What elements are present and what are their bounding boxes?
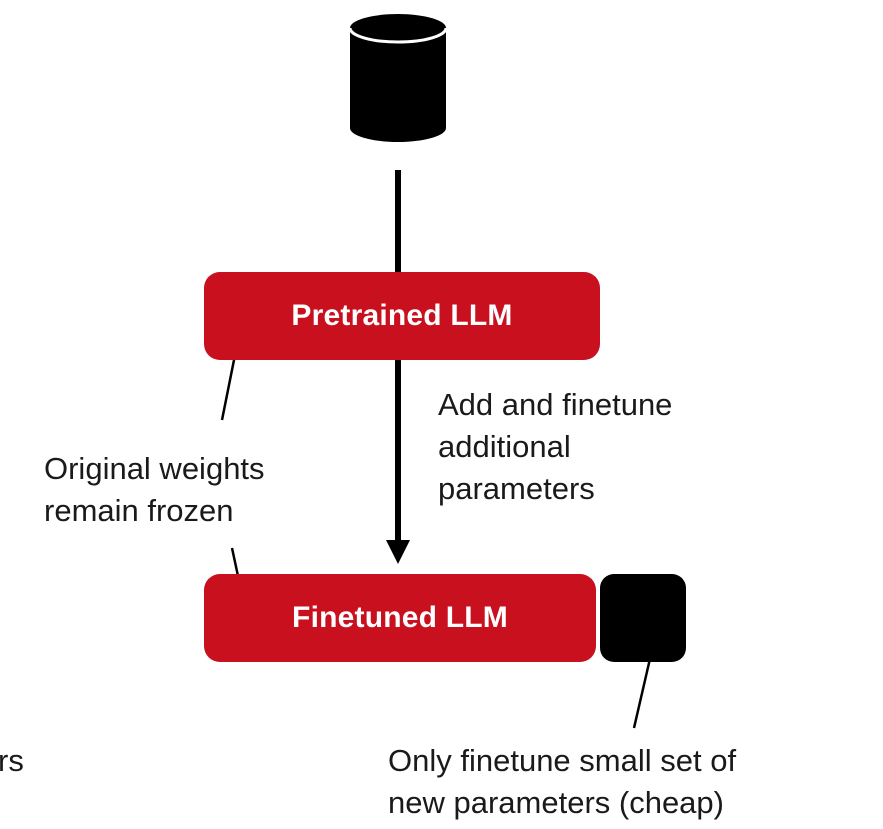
cheap-line-2: new parameters (cheap)	[388, 785, 724, 820]
cropped-text-fragment: rs	[0, 740, 24, 782]
database-cylinder-icon	[348, 14, 448, 142]
finetuned-llm-label: Finetuned LLM	[292, 601, 508, 634]
step-line-3: parameters	[438, 471, 595, 506]
cheap-finetune-annotation: Only finetune small set of new parameter…	[388, 740, 736, 824]
cheap-line-1: Only finetune small set of	[388, 743, 737, 778]
finetune-step-annotation: Add and finetune additional parameters	[438, 384, 672, 510]
step-line-1: Add and finetune	[438, 387, 673, 422]
frozen-line-2: remain frozen	[44, 493, 234, 528]
step-line-2: additional	[438, 429, 571, 464]
parameter-block-icon	[600, 574, 686, 662]
frozen-weights-annotation: Original weights remain frozen	[44, 448, 265, 532]
finetuned-llm-box: Finetuned LLM	[204, 574, 596, 662]
finetune-arrowhead	[386, 540, 410, 564]
cheap-callout-line	[632, 649, 654, 729]
pretrained-llm-label: Pretrained LLM	[291, 299, 513, 332]
cropped-fragment-text: rs	[0, 743, 24, 778]
frozen-line-1: Original weights	[44, 451, 265, 486]
pretrained-llm-box: Pretrained LLM	[204, 272, 600, 360]
